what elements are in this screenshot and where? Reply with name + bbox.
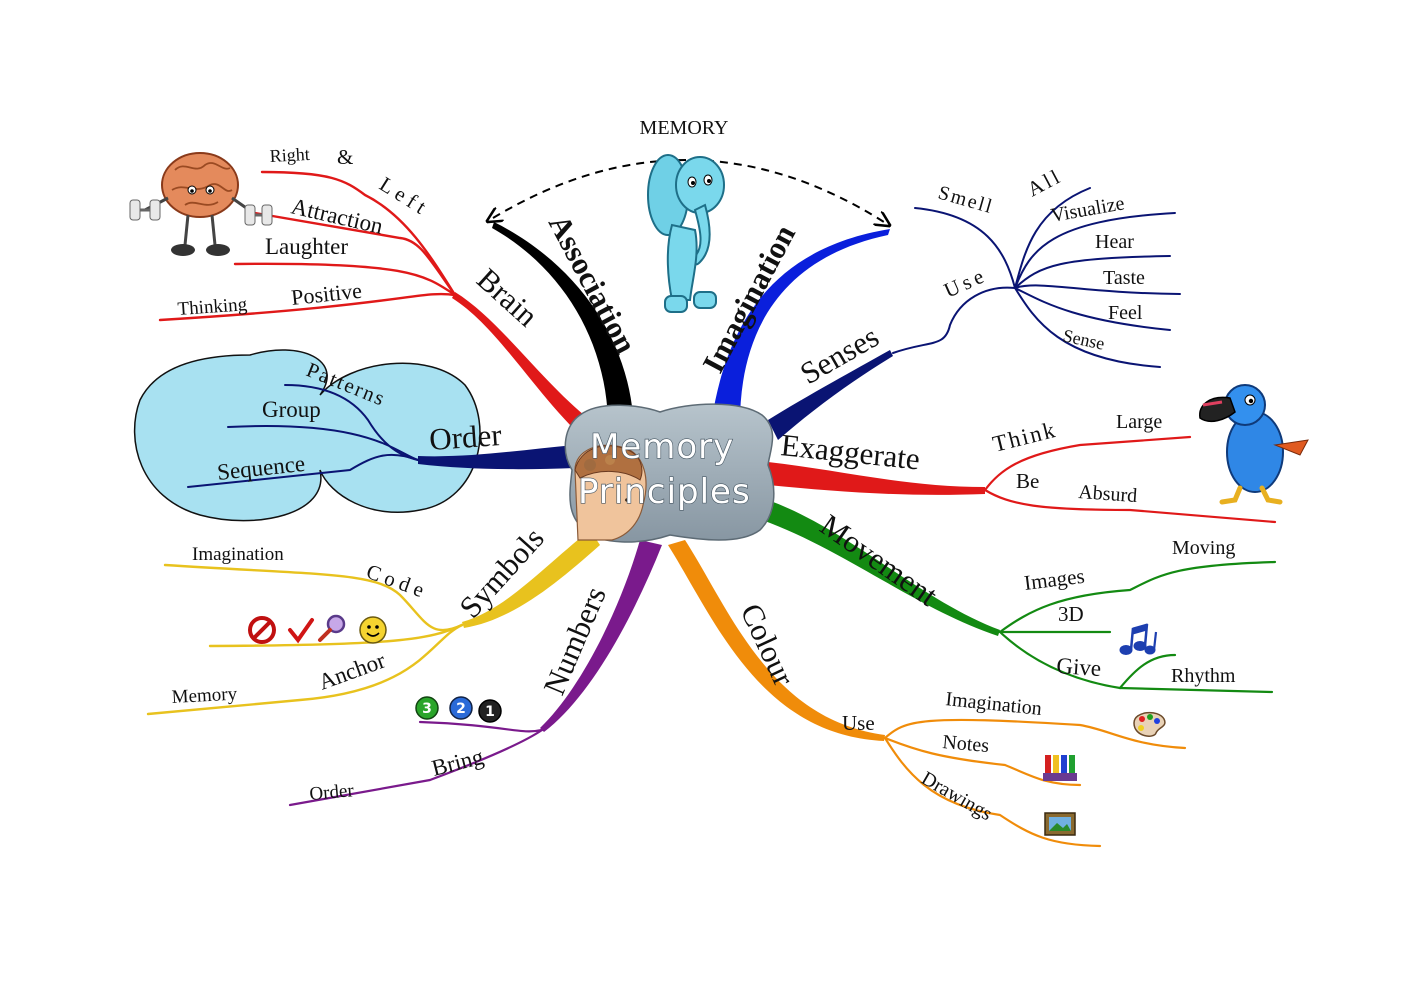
visualize-label: Visualize <box>1049 192 1126 227</box>
order-cloud <box>133 349 481 522</box>
imagination-branch <box>712 229 890 423</box>
badge-1: 1 <box>478 699 502 723</box>
notes-label: Notes <box>942 731 991 757</box>
no-entry-icon <box>248 616 276 644</box>
memory-arc-label: MEMORY <box>640 117 729 139</box>
badge-3-text: 3 <box>422 701 432 717</box>
symbols-memory-label: Memory <box>171 684 238 708</box>
badge-2-text: 2 <box>456 701 466 717</box>
toucan-mascot-icon <box>1199 384 1309 505</box>
center-title-line2: Principles <box>578 472 751 512</box>
brain-subbranches <box>158 170 457 322</box>
center-node: Memory Principles <box>564 403 775 543</box>
senses-subbranches <box>892 187 1181 368</box>
smiley-icon <box>359 616 387 644</box>
music-notes-icon <box>1119 623 1158 655</box>
moving-label: Moving <box>1172 537 1235 559</box>
numbers-subbranches <box>288 720 544 807</box>
use-senses-label: Use <box>940 262 991 302</box>
be-label: Be <box>1016 469 1039 493</box>
brain-label: Brain <box>470 261 545 333</box>
group-label: Group <box>262 397 321 422</box>
amp-label: & <box>337 145 353 169</box>
memory-arc <box>493 159 884 222</box>
picture-icon <box>1044 812 1076 836</box>
feel-label: Feel <box>1108 302 1143 324</box>
order-subbranches <box>187 384 419 488</box>
attraction-label: Attraction <box>289 194 386 239</box>
numbers-branch <box>540 540 662 732</box>
anchor-label: Anchor <box>315 647 389 694</box>
drawings-label: Drawings <box>918 767 997 825</box>
colour-imagination-label: Imagination <box>944 688 1042 720</box>
laughter-label: Laughter <box>265 234 348 259</box>
exaggerate-branch <box>768 462 985 495</box>
brain-branch <box>452 292 590 430</box>
order-label: Order <box>428 417 503 457</box>
hear-label: Hear <box>1095 231 1134 253</box>
badge-1-text: 1 <box>485 704 495 720</box>
movement-label: Movement <box>814 507 944 613</box>
movement-branch <box>762 500 1000 636</box>
symbols-branch <box>462 530 600 628</box>
taste-label: Taste <box>1103 267 1145 289</box>
symbols-imagination-label: Imagination <box>192 544 284 565</box>
colour-use-label: Use <box>842 711 875 735</box>
bring-label: Bring <box>429 744 486 781</box>
center-title-line1: Memory <box>590 427 734 467</box>
crayons-icon <box>1043 755 1077 781</box>
symbols-subbranches <box>146 563 464 716</box>
thinking-label: Thinking <box>177 294 248 320</box>
head-icon <box>574 444 647 541</box>
brain-mascot-icon <box>129 152 273 256</box>
images-label: Images <box>1023 564 1086 595</box>
absurd-label: Absurd <box>1078 481 1138 507</box>
magnifier-icon <box>318 614 346 642</box>
sense-label: Sense <box>1061 325 1106 353</box>
right-label: Right <box>269 144 310 166</box>
check-mark-icon <box>288 618 314 644</box>
association-branch <box>492 222 633 420</box>
order-branch <box>418 445 575 470</box>
movement-subbranches <box>998 560 1277 694</box>
colour-subbranches <box>883 718 1187 848</box>
badge-2: 2 <box>449 696 473 720</box>
numbers-order-label: Order <box>309 780 356 805</box>
all-label: All <box>1023 163 1066 201</box>
senses-branch <box>768 350 893 440</box>
elephant-mascot-icon <box>647 154 725 313</box>
exaggerate-subbranches <box>983 435 1277 524</box>
rhythm-label: Rhythm <box>1171 665 1236 687</box>
give-label: Give <box>1056 653 1102 681</box>
code-label: Code <box>363 559 432 604</box>
large-label: Large <box>1116 411 1162 433</box>
colour-branch <box>668 540 885 741</box>
palette-icon <box>1133 711 1166 737</box>
badge-3: 3 <box>415 696 439 720</box>
three-d-label: 3D <box>1058 602 1084 626</box>
